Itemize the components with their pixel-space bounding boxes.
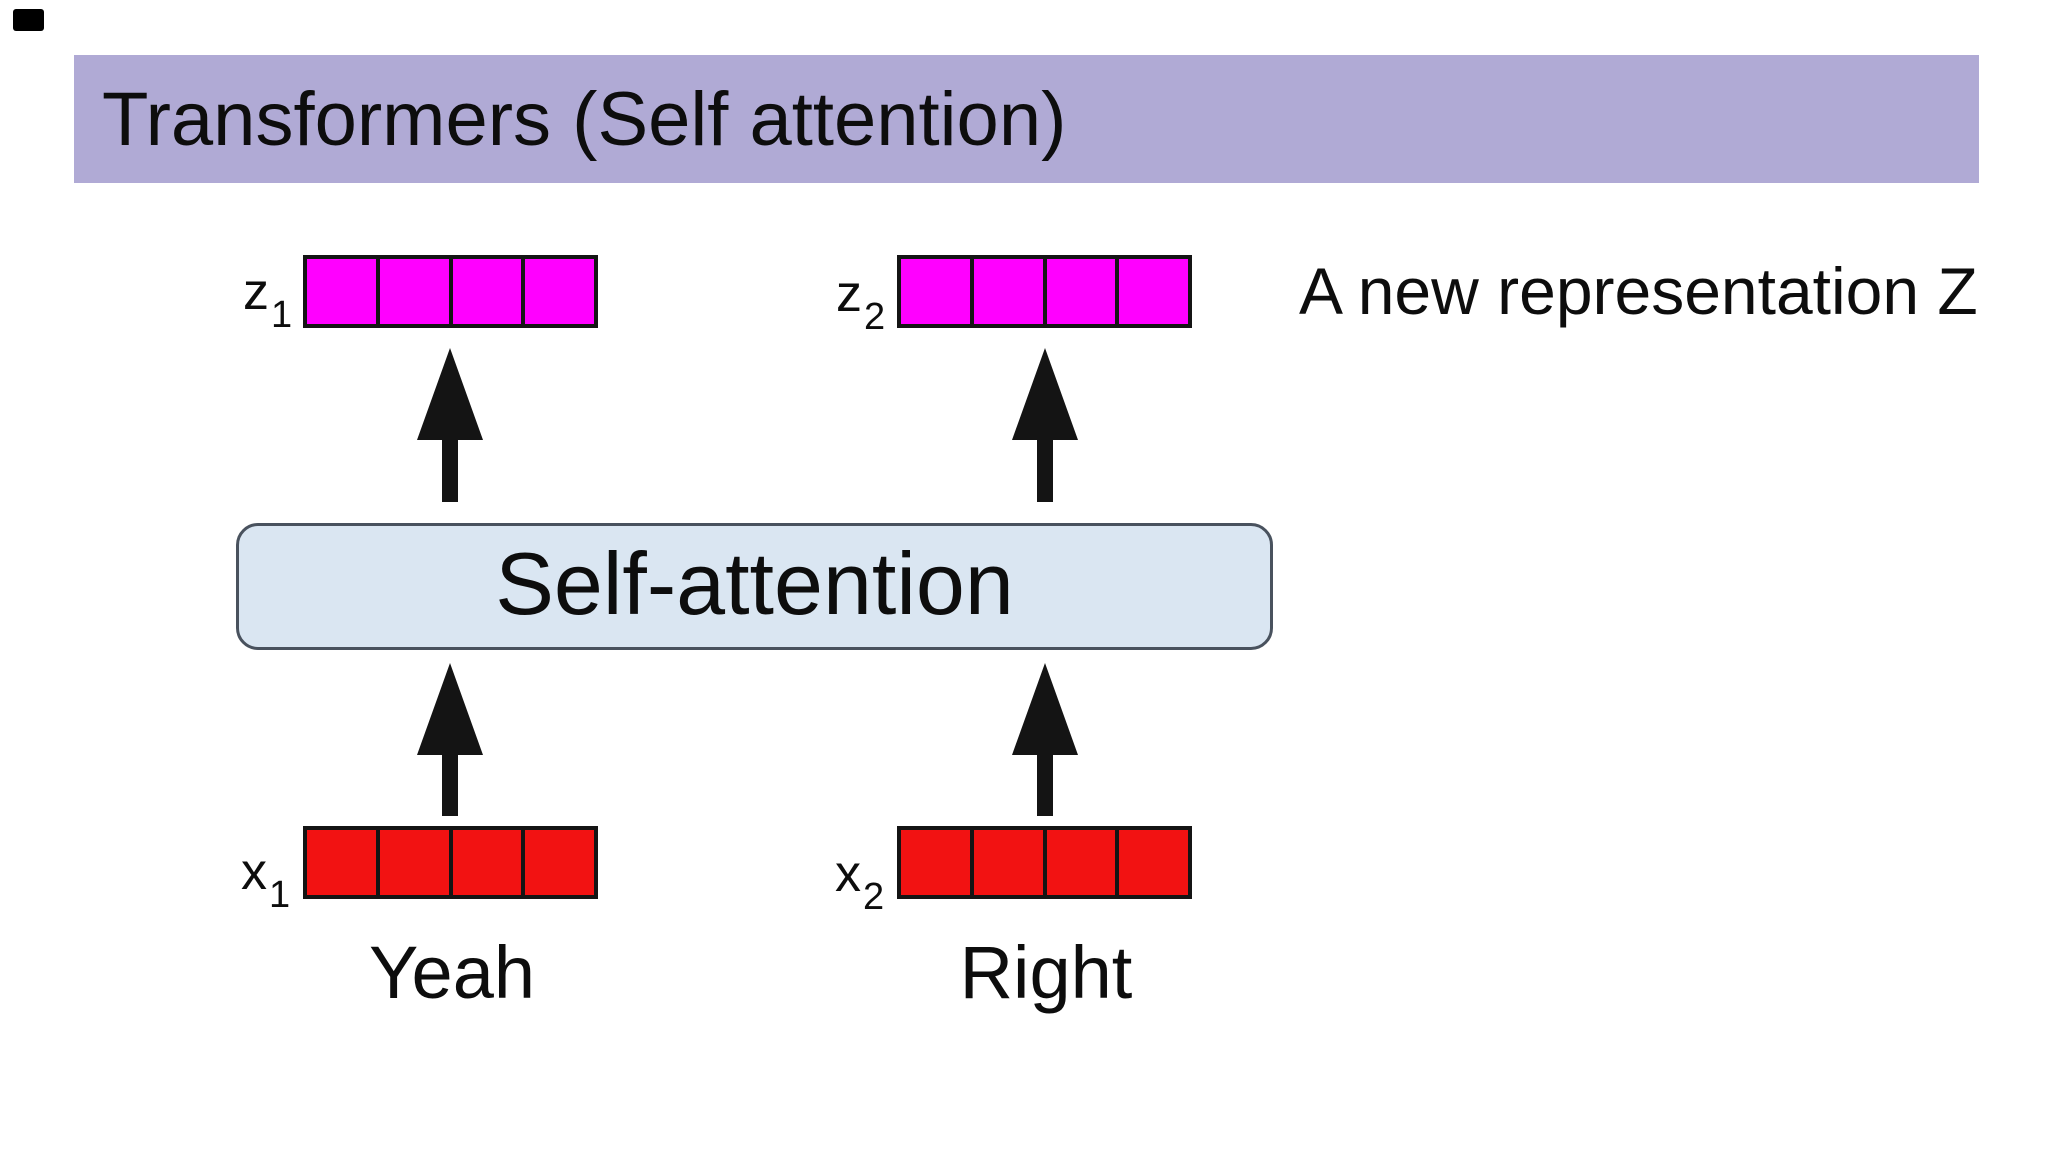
label-z2: z2 [836, 265, 886, 338]
arrow-head-icon [417, 348, 483, 440]
vector-z1 [303, 255, 598, 328]
arrow-head-icon [417, 663, 483, 755]
vector-cell [448, 830, 522, 895]
vector-cell [1042, 830, 1116, 895]
arrow-head-icon [1012, 348, 1078, 440]
vector-cell [1115, 259, 1188, 324]
vector-cell [1115, 830, 1188, 895]
arrow-stem [1037, 440, 1053, 502]
vector-cell [307, 259, 376, 324]
vector-z2 [897, 255, 1192, 328]
arrow-stem [442, 440, 458, 502]
slide-title-bar: Transformers (Self attention) [74, 55, 1979, 183]
label-z1: z1 [243, 263, 293, 336]
vector-cell [375, 259, 449, 324]
up-arrow-z2 [1012, 348, 1078, 502]
input-word-right: Right [959, 931, 1133, 1014]
arrow-head-icon [1012, 663, 1078, 755]
input-word-yeah: Yeah [368, 931, 536, 1014]
annotation-text: A new representation Z [1299, 254, 1978, 328]
up-arrow-x1 [417, 663, 483, 816]
vector-cell [969, 830, 1043, 895]
up-arrow-x2 [1012, 663, 1078, 816]
vector-cell [375, 830, 449, 895]
label-x1: x1 [241, 843, 291, 916]
label-x2: x2 [835, 845, 885, 918]
corner-artifact [13, 9, 44, 31]
vector-x2 [897, 826, 1192, 899]
vector-cell [901, 259, 970, 324]
vector-cell [901, 830, 970, 895]
up-arrow-z1 [417, 348, 483, 502]
vector-cell [969, 259, 1043, 324]
vector-cell [448, 259, 522, 324]
vector-cell [521, 259, 594, 324]
self-attention-box: Self-attention [236, 523, 1273, 650]
arrow-stem [442, 755, 458, 816]
vector-cell [1042, 259, 1116, 324]
arrow-stem [1037, 755, 1053, 816]
vector-x1 [303, 826, 598, 899]
vector-cell [521, 830, 594, 895]
slide-title: Transformers (Self attention) [102, 76, 1067, 162]
vector-cell [307, 830, 376, 895]
self-attention-label: Self-attention [495, 533, 1014, 633]
